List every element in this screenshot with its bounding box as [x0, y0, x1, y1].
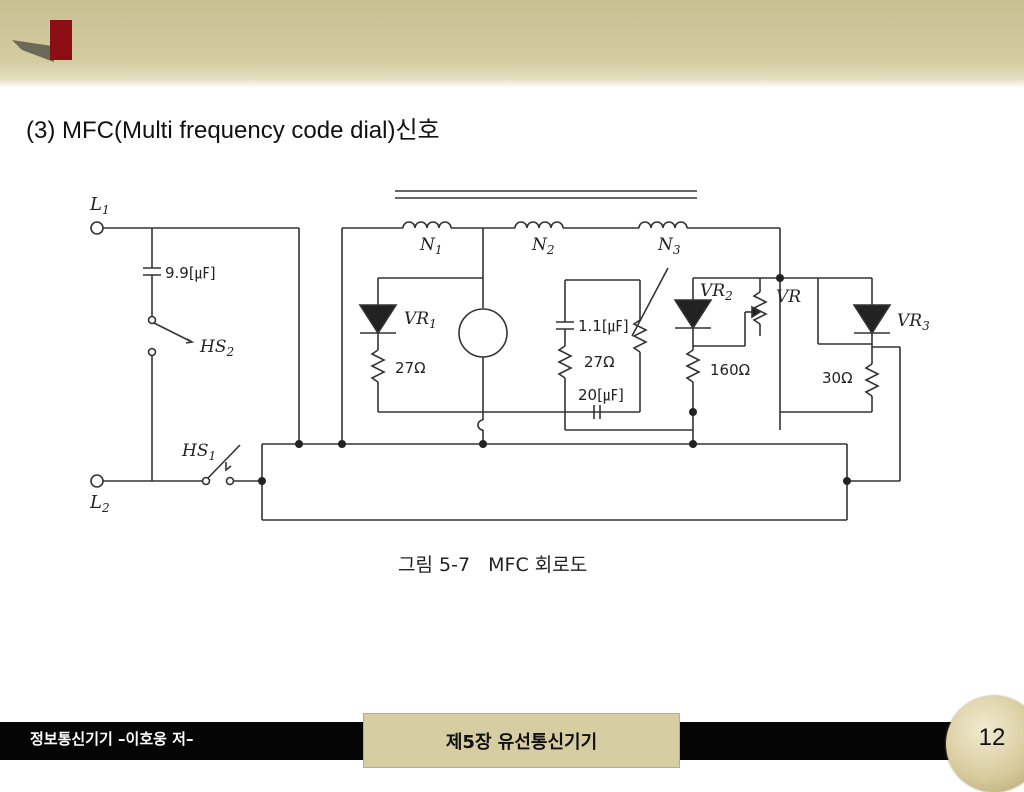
label-vr1: VR1 [404, 309, 437, 331]
inductor-n3 [638, 221, 688, 229]
mfc-circuit-diagram: L1 L2 HS1 HS2 N1 N2 N3 VR1 VR2 VR3 VR 9.… [89, 190, 930, 576]
page-number: 12 [978, 724, 1006, 751]
label-cap-9-9uf: 9.9[㎌] [165, 264, 216, 282]
junction-dots [258, 274, 851, 485]
inductor-n1 [402, 221, 452, 229]
inductor-n2 [514, 221, 564, 229]
label-res-30: 30Ω [822, 369, 853, 387]
logo-mark-icon [12, 20, 72, 62]
label-l2: L2 [89, 492, 110, 515]
terminal-l1 [90, 221, 104, 235]
resistor-160 [685, 349, 701, 383]
label-hs1: HS1 [181, 441, 216, 463]
label-n3: N3 [657, 235, 681, 257]
varistor-vr1-icon [358, 304, 398, 335]
receiver-element [458, 308, 508, 358]
footer-book-title: 정보통신기기 –이호웅 저– [30, 730, 194, 748]
resistor-adjustable [632, 319, 648, 353]
label-res-27-a: 27Ω [395, 359, 426, 377]
resistor-27-b [557, 345, 573, 379]
slide-title: (3) MFC(Multi frequency code dial)신호 [26, 117, 440, 144]
variable-resistor-vr [752, 291, 768, 325]
label-res-27-b: 27Ω [584, 353, 615, 371]
resistor-27-a [370, 349, 386, 383]
footer-chapter-label: 제5장 유선통신기기 [363, 713, 680, 768]
label-n1: N1 [419, 235, 443, 257]
label-cap-20uf: 20[㎌] [578, 386, 624, 404]
label-res-160: 160Ω [710, 361, 750, 379]
label-hs2: HS2 [199, 337, 234, 359]
terminal-l2 [90, 474, 104, 488]
label-vr: VR [776, 287, 801, 307]
switch-hs1 [207, 444, 241, 479]
label-vr3: VR3 [897, 311, 930, 333]
label-cap-1-1uf: 1.1[㎌] [578, 317, 629, 335]
diagram-caption: 그림 5-7 MFC 회로도 [398, 554, 587, 576]
header-band [0, 0, 1024, 88]
label-n2: N2 [531, 235, 555, 257]
varistor-vr3-icon [852, 304, 892, 335]
label-l1: L1 [89, 194, 110, 217]
varistor-vr2-icon [673, 299, 713, 330]
label-vr2: VR2 [700, 281, 733, 303]
switch-hs2 [153, 322, 193, 343]
resistor-30 [864, 363, 880, 397]
